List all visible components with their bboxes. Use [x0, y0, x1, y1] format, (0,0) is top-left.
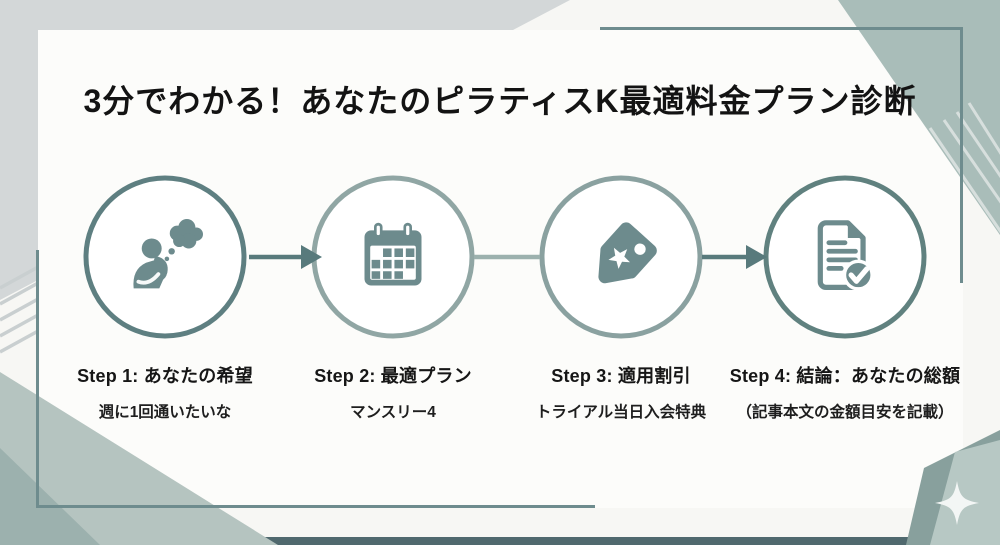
step1-circle: [83, 175, 247, 339]
bottom-bar: [0, 537, 1000, 545]
corner-sage-triangle-bottom-left: [0, 372, 278, 545]
thinking-person-icon: [133, 219, 203, 289]
page-title: 3分でわかる！あなたのピラティスK最適料金プラン診断: [83, 83, 917, 119]
sparkle-icon: [935, 481, 979, 525]
arrow-head-icon: [746, 245, 767, 269]
step-1: Step 1: あなたの希望 週に1回通いたいな: [30, 362, 300, 422]
step-2: Step 2: 最適プラン マンスリー4: [258, 362, 528, 422]
right-stripes: [928, 102, 1000, 234]
step-4: Step 4: 結論：あなたの総額 （記事本文の金額目安を記載）: [710, 362, 980, 422]
arrow-1: [249, 245, 322, 269]
calendar-icon: [364, 222, 422, 286]
step-2-sublabel: マンスリー4: [350, 404, 436, 421]
step-3-sublabel: トライアル当日入会特典: [535, 404, 707, 421]
step-2-label: Step 2: 最適プラン: [314, 366, 472, 386]
frame-border-top-right: [600, 27, 963, 283]
arrow-head-icon: [301, 245, 322, 269]
step-4-sublabel: （記事本文の金額目安を記載）: [736, 404, 954, 421]
price-tag-icon: [598, 222, 657, 284]
gem-shape: [906, 430, 1000, 545]
step-3-label: Step 3: 適用割引: [551, 366, 691, 386]
step-1-sublabel: 週に1回通いたいな: [98, 404, 232, 421]
step-3: Step 3: 適用割引 トライアル当日入会特典: [486, 362, 756, 422]
frame-border-bottom-left: [36, 250, 595, 508]
corner-sage-triangle-bottom-left-dark: [0, 448, 100, 545]
document-check-icon: [817, 220, 874, 291]
corner-sage-triangle-top-right: [838, 0, 1000, 235]
step-1-label: Step 1: あなたの希望: [77, 366, 253, 386]
arrow-3: [702, 245, 767, 269]
step-4-label: Step 4: 結論：あなたの総額: [729, 366, 961, 386]
